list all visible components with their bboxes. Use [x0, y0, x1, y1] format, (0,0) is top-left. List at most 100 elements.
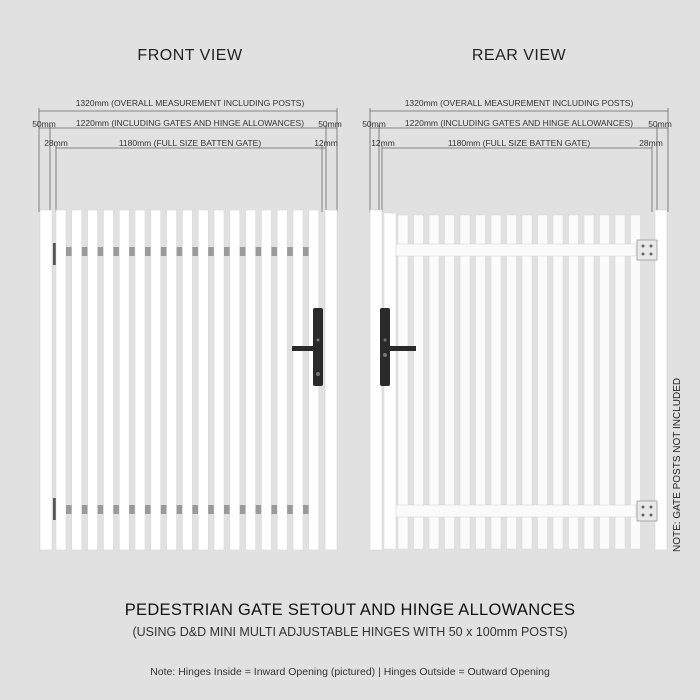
front-rail-gap: [192, 505, 199, 514]
front-batten: [134, 209, 146, 551]
front-left-post: [39, 209, 53, 551]
rear-batten: [583, 214, 595, 550]
front-rail-gap: [287, 247, 294, 256]
rear-dim-batten: 1180mm (FULL SIZE BATTEN GATE): [448, 138, 590, 148]
front-rail-gap: [160, 505, 167, 514]
rear-batten: [490, 214, 502, 550]
front-right-post: [324, 209, 338, 551]
rear-batten: [630, 214, 641, 550]
front-rail-gap: [287, 505, 294, 514]
front-rail-gap: [81, 247, 88, 256]
front-bottom-hinge-icon: [53, 498, 57, 520]
rear-gate: NOTE: GATE POSTS NOT INCLUDED: [369, 209, 683, 552]
front-batten: [261, 209, 272, 551]
rear-batten: [506, 214, 517, 550]
front-dim-gates: 1220mm (INCLUDING GATES AND HINGE ALLOWA…: [76, 118, 304, 128]
front-rail-gap: [129, 505, 136, 514]
front-rail-gap: [208, 505, 215, 514]
front-dim-overall: 1320mm (OVERALL MEASUREMENT INCLUDING PO…: [76, 98, 305, 108]
rear-batten: [444, 214, 455, 550]
rear-batten: [568, 214, 579, 550]
front-batten: [292, 209, 304, 551]
front-batten: [103, 209, 114, 551]
rear-batten: [537, 214, 548, 550]
front-rail-gap: [145, 505, 151, 514]
footer-subheading: (USING D&D MINI MULTI ADJUSTABLE HINGES …: [132, 625, 567, 639]
front-rail-gap: [66, 505, 72, 514]
front-rail-gap: [271, 505, 278, 514]
front-right-post-dim: 50mm: [318, 119, 342, 129]
front-rail-gap: [224, 247, 230, 256]
front-dim-batten: 1180mm (FULL SIZE BATTEN GATE): [119, 138, 261, 148]
rear-batten: [599, 214, 610, 550]
rear-right-post: [654, 209, 668, 551]
front-rail-gap: [176, 247, 183, 256]
front-left-gap-dim: 28mm: [44, 138, 68, 148]
front-rail-gap: [66, 247, 72, 256]
front-rail-gap: [271, 247, 278, 256]
rear-batten: [459, 214, 471, 550]
rear-batten: [521, 214, 533, 550]
front-rail-gap: [239, 247, 246, 256]
front-rail-gap: [192, 247, 199, 256]
front-batten: [197, 209, 209, 551]
footer-note: Note: Hinges Inside = Inward Opening (pi…: [150, 666, 550, 678]
front-rail-gap: [239, 505, 246, 514]
rear-dimensions: 1320mm (OVERALL MEASUREMENT INCLUDING PO…: [362, 98, 672, 212]
front-batten: [166, 209, 177, 551]
rear-dim-gates: 1220mm (INCLUDING GATES AND HINGE ALLOWA…: [405, 118, 633, 128]
front-right-gap-dim: 12mm: [314, 138, 338, 148]
front-batten: [55, 209, 67, 551]
rear-bottom-hinge-icon: [636, 500, 658, 522]
front-batten: [213, 209, 225, 551]
front-rail-gap: [97, 247, 104, 256]
rear-view-title: REAR VIEW: [472, 47, 567, 64]
front-rail-gap: [129, 247, 136, 256]
front-batten: [276, 209, 288, 551]
front-left-post-dim: 50mm: [32, 119, 56, 129]
rear-right-post-dim: 50mm: [648, 119, 672, 129]
front-rail-gap: [145, 247, 151, 256]
front-top-hinge-icon: [53, 243, 57, 265]
front-rail-gap: [224, 505, 230, 514]
front-rail-gap: [208, 247, 215, 256]
rear-bottom-rail: [395, 504, 637, 518]
front-rail-gap: [113, 247, 120, 256]
rear-batten: [413, 214, 424, 550]
rear-batten: [552, 214, 564, 550]
rear-batten: [475, 214, 486, 550]
front-batten: [229, 209, 241, 551]
front-rail-gap: [160, 247, 167, 256]
front-rail-gap: [113, 505, 120, 514]
front-batten: [182, 209, 193, 551]
rear-top-rail: [395, 243, 637, 257]
rear-dim-overall: 1320mm (OVERALL MEASUREMENT INCLUDING PO…: [405, 98, 634, 108]
front-batten: [71, 209, 83, 551]
front-rail-gap: [81, 505, 88, 514]
rear-right-gap-dim: 28mm: [639, 138, 663, 148]
front-view-title: FRONT VIEW: [137, 47, 243, 64]
front-batten: [150, 209, 162, 551]
front-rail-gap: [97, 505, 104, 514]
rear-left-gap-dim: 12mm: [371, 138, 395, 148]
rear-batten: [614, 214, 626, 550]
front-lock-handle-icon: [292, 308, 323, 386]
rear-lock-handle-icon: [380, 308, 416, 386]
front-rail-gap: [303, 505, 309, 514]
front-batten: [245, 209, 256, 551]
footer-heading: PEDESTRIAN GATE SETOUT AND HINGE ALLOWAN…: [125, 601, 576, 619]
front-batten: [87, 209, 98, 551]
rear-batten: [397, 214, 409, 550]
front-rail-gap: [255, 247, 262, 256]
front-rail-gap: [176, 505, 183, 514]
gate-posts-note: NOTE: GATE POSTS NOT INCLUDED: [672, 378, 683, 552]
front-dimensions: 1320mm (OVERALL MEASUREMENT INCLUDING PO…: [32, 98, 342, 212]
front-batten: [118, 209, 130, 551]
rear-top-hinge-icon: [636, 239, 658, 261]
rear-batten: [428, 214, 440, 550]
front-gate: [39, 209, 338, 551]
front-rail-gap: [303, 247, 309, 256]
front-rail-gap: [255, 505, 262, 514]
